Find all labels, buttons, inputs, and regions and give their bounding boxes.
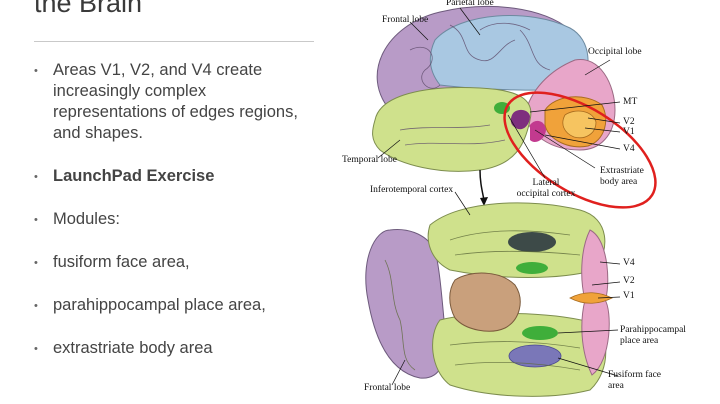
brain-figure: Parietal lobe Frontal lobe Occipital lob… (330, 0, 720, 404)
fusiform-face-area (508, 344, 562, 368)
label-parahippocampal-line2: place area (620, 336, 659, 346)
bullet-text: fusiform face area, (53, 253, 190, 271)
label-extrastriate-line1: Extrastriate (600, 166, 644, 176)
bullet-text: parahippocampal place area, (53, 296, 266, 314)
ventral-v1-strip (569, 292, 613, 304)
label-v1-top: V1 (623, 127, 635, 137)
label-v4-bottom: V4 (623, 258, 635, 268)
label-extrastriate-line2: body area (600, 177, 638, 187)
label-lateral-line2: occipital cortex (516, 189, 576, 199)
parahippocampal-place-area (522, 326, 558, 340)
label-lateral-line1: Lateral (532, 178, 560, 188)
down-arrow (479, 169, 485, 201)
label-v4-top: V4 (623, 144, 635, 154)
label-frontal-lobe-bottom: Frontal lobe (364, 383, 411, 393)
label-fusiform-line1: Fusiform face (608, 370, 662, 380)
label-fusiform-face-area: Fusiform face area (608, 370, 661, 392)
green-patch-upper (516, 262, 548, 274)
bullet-text: extrastriate body area (53, 339, 213, 357)
brainstem (449, 272, 521, 332)
slide-title: the Brain (34, 0, 143, 18)
title-divider (34, 41, 314, 42)
bullet-item: • Modules: (34, 209, 324, 230)
label-extrastriate-body-area: Extrastriate body area (600, 166, 644, 188)
label-occipital-lobe: Occipital lobe (588, 47, 642, 57)
bullet-dot: • (34, 65, 38, 77)
label-parahippocampal-place-area: Parahippocampal place area (620, 325, 686, 347)
temporal-lobe-region (372, 87, 532, 172)
bullet-dot: • (34, 257, 38, 269)
label-parietal-lobe: Parietal lobe (446, 0, 494, 8)
v1-region (562, 110, 597, 139)
bullet-item: • parahippocampal place area, (34, 295, 324, 316)
label-inferotemporal-cortex: Inferotemporal cortex (370, 185, 454, 195)
brain-illustration (365, 5, 657, 397)
inferotemporal-patch (508, 232, 556, 252)
bullet-item: • LaunchPad Exercise (34, 166, 324, 187)
extrastriate-region (530, 120, 546, 142)
bullet-item: • extrastriate body area (34, 338, 324, 359)
bullet-text: Modules: (53, 210, 120, 228)
lateral-brain-view (372, 5, 616, 172)
bullet-dot: • (34, 343, 38, 355)
extrastriate-highlight-ellipse (503, 91, 657, 209)
label-v1-bottom: V1 (623, 291, 635, 301)
label-frontal-lobe-top: Frontal lobe (382, 15, 429, 25)
bullet-text: LaunchPad Exercise (53, 167, 215, 185)
label-mt: MT (623, 97, 638, 107)
bullet-text: Areas V1, V2, and V4 create increasingly… (53, 61, 298, 142)
label-parahippocampal-line1: Parahippocampal (620, 325, 686, 335)
bullet-item: • fusiform face area, (34, 252, 324, 273)
label-temporal-lobe: Temporal lobe (342, 155, 397, 165)
label-lateral-occipital-cortex: Lateral occipital cortex (506, 178, 586, 200)
ventral-brain-view (365, 202, 613, 397)
bullet-list: • Areas V1, V2, and V4 create increasing… (34, 60, 324, 381)
bullet-dot: • (34, 214, 38, 226)
label-fusiform-line2: area (608, 381, 624, 391)
bullet-item: • Areas V1, V2, and V4 create increasing… (34, 60, 324, 144)
bullet-dot: • (34, 300, 38, 312)
label-v2-bottom: V2 (623, 276, 635, 286)
bullet-dot: • (34, 171, 38, 183)
label-v2-top: V2 (623, 117, 635, 127)
mt-region (510, 109, 530, 130)
